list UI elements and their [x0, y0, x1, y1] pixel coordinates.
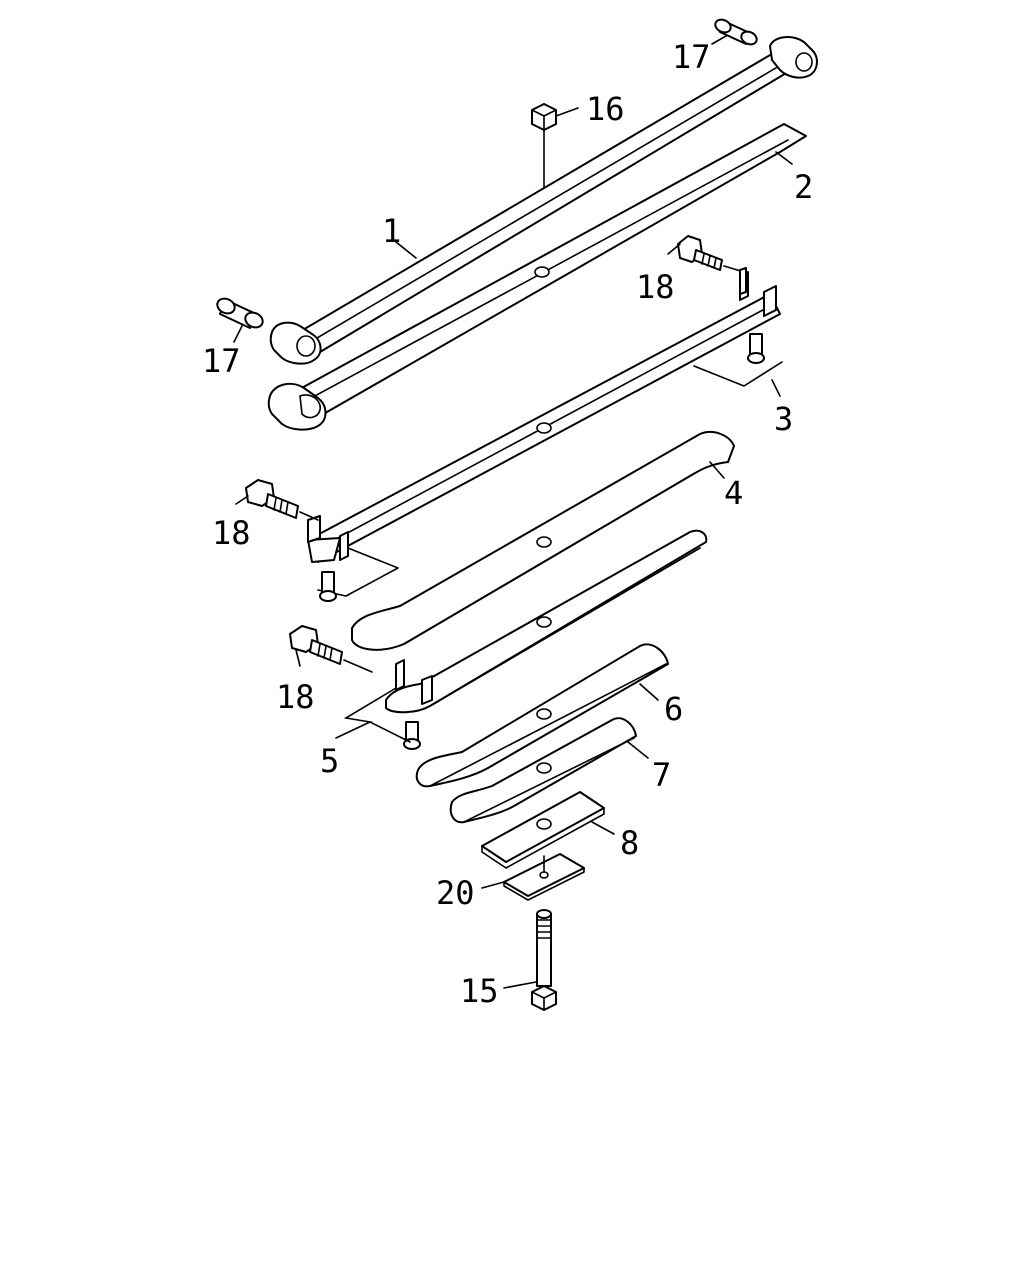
leaf-6: [415, 643, 669, 788]
callout-7: 7: [652, 756, 671, 794]
callout-17-left: 17: [202, 342, 241, 380]
callout-4: 4: [724, 474, 743, 512]
callout-16: 16: [586, 90, 625, 128]
callout-17-top: 17: [672, 38, 711, 76]
spacer-20: [503, 853, 585, 901]
callout-15: 15: [460, 972, 499, 1010]
leaf-5-with-clips: [385, 529, 708, 714]
callout-20: 20: [436, 874, 475, 912]
bushing-left: [216, 297, 264, 329]
center-bolt-15: [531, 909, 557, 1011]
callout-18-top: 18: [636, 268, 675, 306]
callout-1: 1: [382, 212, 401, 250]
bolt-18-top: [677, 235, 765, 364]
callout-2: 2: [794, 168, 813, 206]
callout-8: 8: [620, 824, 639, 862]
callout-6: 6: [664, 690, 683, 728]
leaf-4: [351, 430, 735, 651]
callout-5: 5: [320, 742, 339, 780]
leaf-2: [267, 123, 807, 431]
plate-8: [481, 791, 605, 869]
callout-18-lower: 18: [276, 678, 315, 716]
leaf-7: [449, 717, 637, 824]
callout-18-left: 18: [212, 514, 251, 552]
callout-3: 3: [774, 400, 793, 438]
bolt-18-left: [245, 479, 337, 602]
bolt-18-lower: [289, 625, 421, 750]
main-leaf-1: [269, 36, 818, 365]
leader-lines: [233, 35, 793, 989]
bushing-top: [714, 18, 758, 46]
